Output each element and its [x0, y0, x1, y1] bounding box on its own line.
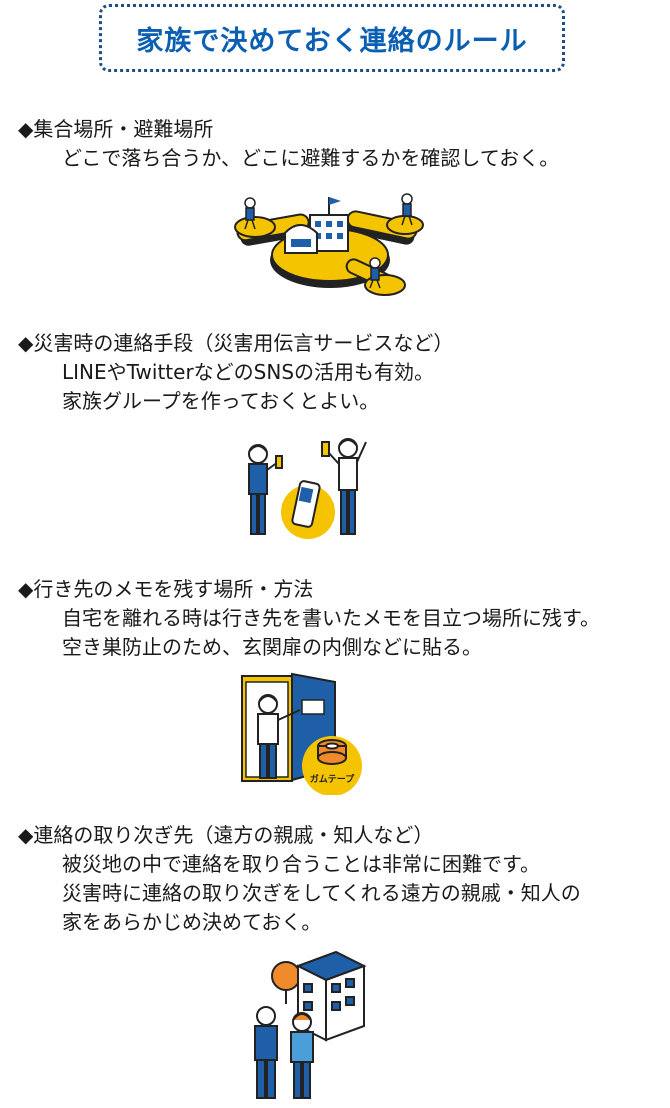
section-text: 被災地の中で連絡を取り合うことは非常に困難です。: [62, 852, 540, 876]
phone-illustration: [248, 438, 367, 539]
section-text: どこで落ち合うか、どこに避難するかを確認しておく。: [62, 146, 560, 170]
section-text: 空き巣防止のため、玄関扉の内側などに貼る。: [62, 635, 482, 659]
section-text: 災害時に連絡の取り次ぎをしてくれる遠方の親戚・知人の: [62, 881, 581, 905]
section-memo: ◆行き先のメモを残す場所・方法 自宅を離れる時は行き先を書いたメモを目立つ場所に…: [18, 574, 658, 662]
title-box: 家族で決めておく連絡のルール: [99, 4, 565, 72]
page-title: 家族で決めておく連絡のルール: [136, 25, 528, 57]
section-meeting-place: ◆集合場所・避難場所 どこで落ち合うか、どこに避難するかを確認しておく。: [18, 114, 658, 173]
section-text: 自宅を離れる時は行き先を書いたメモを目立つ場所に残す。: [62, 606, 600, 630]
section-heading: ◆連絡の取り次ぎ先（遠方の親戚・知人など）: [18, 823, 434, 847]
section-relay-contact: ◆連絡の取り次ぎ先（遠方の親戚・知人など） 被災地の中で連絡を取り合うことは非常…: [18, 820, 658, 937]
section-heading: ◆集合場所・避難場所: [18, 117, 214, 141]
section-contact-method: ◆災害時の連絡手段（災害用伝言サービスなど） LINEやTwitterなどのSN…: [18, 328, 658, 416]
section-heading: ◆災害時の連絡手段（災害用伝言サービスなど）: [18, 331, 454, 355]
meeting-place-illustration: [234, 193, 424, 296]
section-heading: ◆行き先のメモを残す場所・方法: [18, 577, 314, 601]
section-text: 家族グループを作っておくとよい。: [62, 389, 380, 413]
relatives-illustration: [254, 950, 366, 1099]
section-text: LINEやTwitterなどのSNSの活用も有効。: [62, 360, 435, 384]
tape-label: ガムテープ: [310, 773, 355, 785]
door-memo-illustration: ガムテープ: [241, 672, 362, 795]
section-text: 家をあらかじめ決めておく。: [62, 910, 322, 934]
